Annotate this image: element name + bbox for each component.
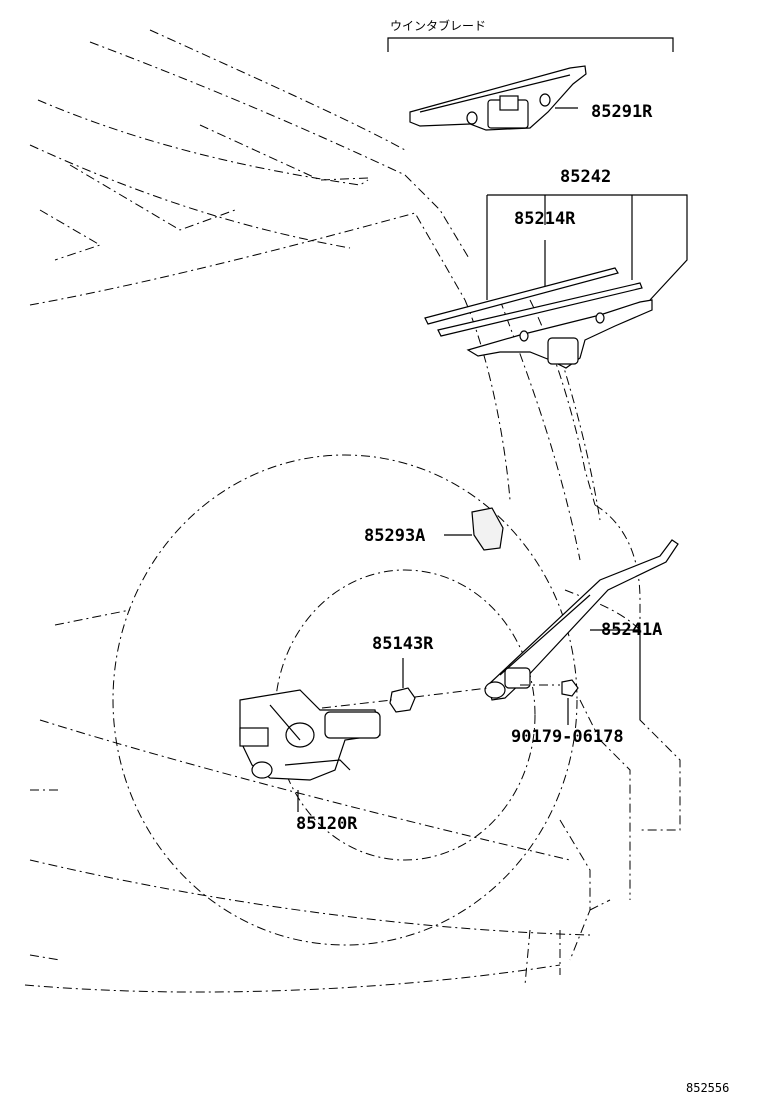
part-label-85214R[interactable]: 85214R <box>514 209 576 229</box>
part-label-90179-06178[interactable]: 90179-06178 <box>511 727 624 747</box>
part-label-85291R[interactable]: 85291R <box>591 102 653 122</box>
wiper-blade-assembly-part[interactable] <box>424 194 688 369</box>
wiper-arm-part[interactable] <box>484 539 679 720</box>
header-label: ウインタブレード <box>390 18 486 33</box>
nut-part[interactable] <box>561 679 579 725</box>
wiper-motor-part[interactable] <box>239 689 381 812</box>
part-label-85120R[interactable]: 85120R <box>296 814 358 834</box>
part-label-85242[interactable]: 85242 <box>560 167 611 187</box>
part-label-85143R[interactable]: 85143R <box>372 634 434 654</box>
alignment-line-1 <box>321 699 393 709</box>
header-bracket: ウインタブレード <box>387 18 674 52</box>
winter-blade-part[interactable] <box>409 65 587 131</box>
wiper-cover-part[interactable] <box>444 507 504 551</box>
spare-tire-outline <box>112 454 578 946</box>
grommet-part[interactable] <box>389 658 416 713</box>
alignment-line-2 <box>414 687 489 698</box>
vehicle-body-outline <box>24 29 681 993</box>
part-label-85241A[interactable]: 85241A <box>601 620 662 640</box>
diagram-id: 852556 <box>686 1081 729 1095</box>
part-label-85293A[interactable]: 85293A <box>364 526 425 546</box>
